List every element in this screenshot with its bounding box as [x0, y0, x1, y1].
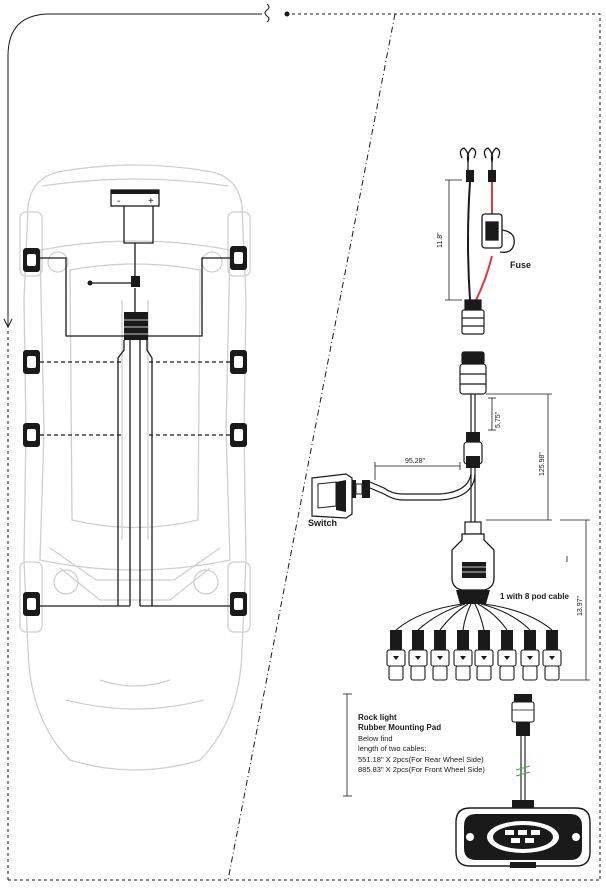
rock-light-icon: [23, 423, 40, 447]
rock-light-icon: [230, 246, 247, 270]
car-outline: [19, 164, 251, 771]
info-line1: Below find: [358, 734, 393, 743]
switch-cable: [369, 473, 476, 501]
terminal-crimp: [466, 170, 474, 182]
pod-connector-icon: [408, 630, 428, 681]
dimension-fuse-lead: [445, 179, 462, 301]
battery-icon: - +: [110, 189, 160, 207]
info-line4: 885.83" X 2pcs(For Front Wheel Side): [358, 765, 485, 774]
dimension-switch-lead: [374, 462, 461, 480]
distribution-hub: [451, 521, 495, 604]
info-title-line1: Rock light: [358, 713, 397, 722]
pod-connector-icon: [542, 630, 562, 681]
dimension-switch-lead-label: 95.28": [405, 458, 426, 465]
dimension-trunk-label: 125.98": [539, 452, 546, 476]
pod-connector-icon: [497, 630, 517, 681]
split-diagonal: [227, 13, 396, 881]
y-splitter: [463, 432, 483, 468]
battery-minus-label: -: [117, 196, 120, 207]
dimension-total-label: 13.97": [577, 595, 584, 616]
dimension-short-lead: [488, 397, 496, 431]
dimension-trunk: [486, 393, 552, 521]
pod-connector-icon: [474, 630, 494, 681]
info-box-bracket: [343, 693, 352, 797]
car-rock-lights: [23, 246, 247, 616]
car-switch-relay: [131, 276, 140, 287]
cable-break-mark: [515, 765, 531, 777]
pod-connector-icon: [386, 630, 406, 681]
ring-terminal-icon: [459, 147, 501, 172]
fan-out-cables: [395, 603, 553, 631]
rock-light-icon: [23, 592, 40, 616]
rock-light-cable: [520, 736, 526, 802]
connector-plug: [461, 299, 485, 335]
break-mark-icon: [264, 3, 270, 23]
arrow-down-icon: [3, 318, 13, 329]
battery-plus-label: +: [148, 196, 154, 207]
rocker-switch: [311, 473, 370, 519]
pod-connectors: [386, 630, 562, 681]
black-wire: [467, 181, 471, 301]
control-box-pins: [124, 319, 148, 335]
dimension-fuse-lead-label: 11.8": [437, 232, 444, 248]
pod-connector-icon: [430, 630, 450, 681]
fuse-label: Fuse: [510, 260, 531, 270]
junction-dot: [87, 280, 93, 286]
pod-connector-icon: [520, 630, 540, 681]
red-wire: [475, 182, 493, 301]
rock-light-connector: [511, 694, 535, 736]
pod-cable-label: 1 with 8 pod cable: [500, 592, 569, 601]
terminal-crimp: [488, 170, 496, 182]
rock-light-pod: [455, 800, 591, 868]
rock-light-icon: [230, 592, 247, 616]
connector-socket: [459, 351, 487, 395]
info-line2: length of two cables:: [358, 744, 426, 753]
switch-label: Switch: [308, 518, 337, 528]
info-line3: 551.18" X 2pcs(For Rear Wheel Side): [358, 755, 484, 764]
info-title-line2: Rubber Mounting Pad: [358, 723, 441, 732]
dimension-short-lead-label: 5.75": [495, 411, 502, 428]
start-dot-icon: [284, 11, 290, 17]
control-box: [124, 312, 148, 340]
diagram-frame: [7, 13, 601, 881]
rock-light-icon: [23, 248, 40, 272]
rock-light-icon: [23, 350, 40, 374]
rock-light-icon: [230, 423, 247, 447]
fuse-holder: [481, 213, 515, 253]
trunk-cable: [470, 394, 476, 432]
pod-connector-icon: [453, 630, 473, 681]
car-wiring: [40, 194, 230, 607]
dimension-total: [560, 519, 590, 681]
rock-light-icon: [230, 350, 247, 374]
